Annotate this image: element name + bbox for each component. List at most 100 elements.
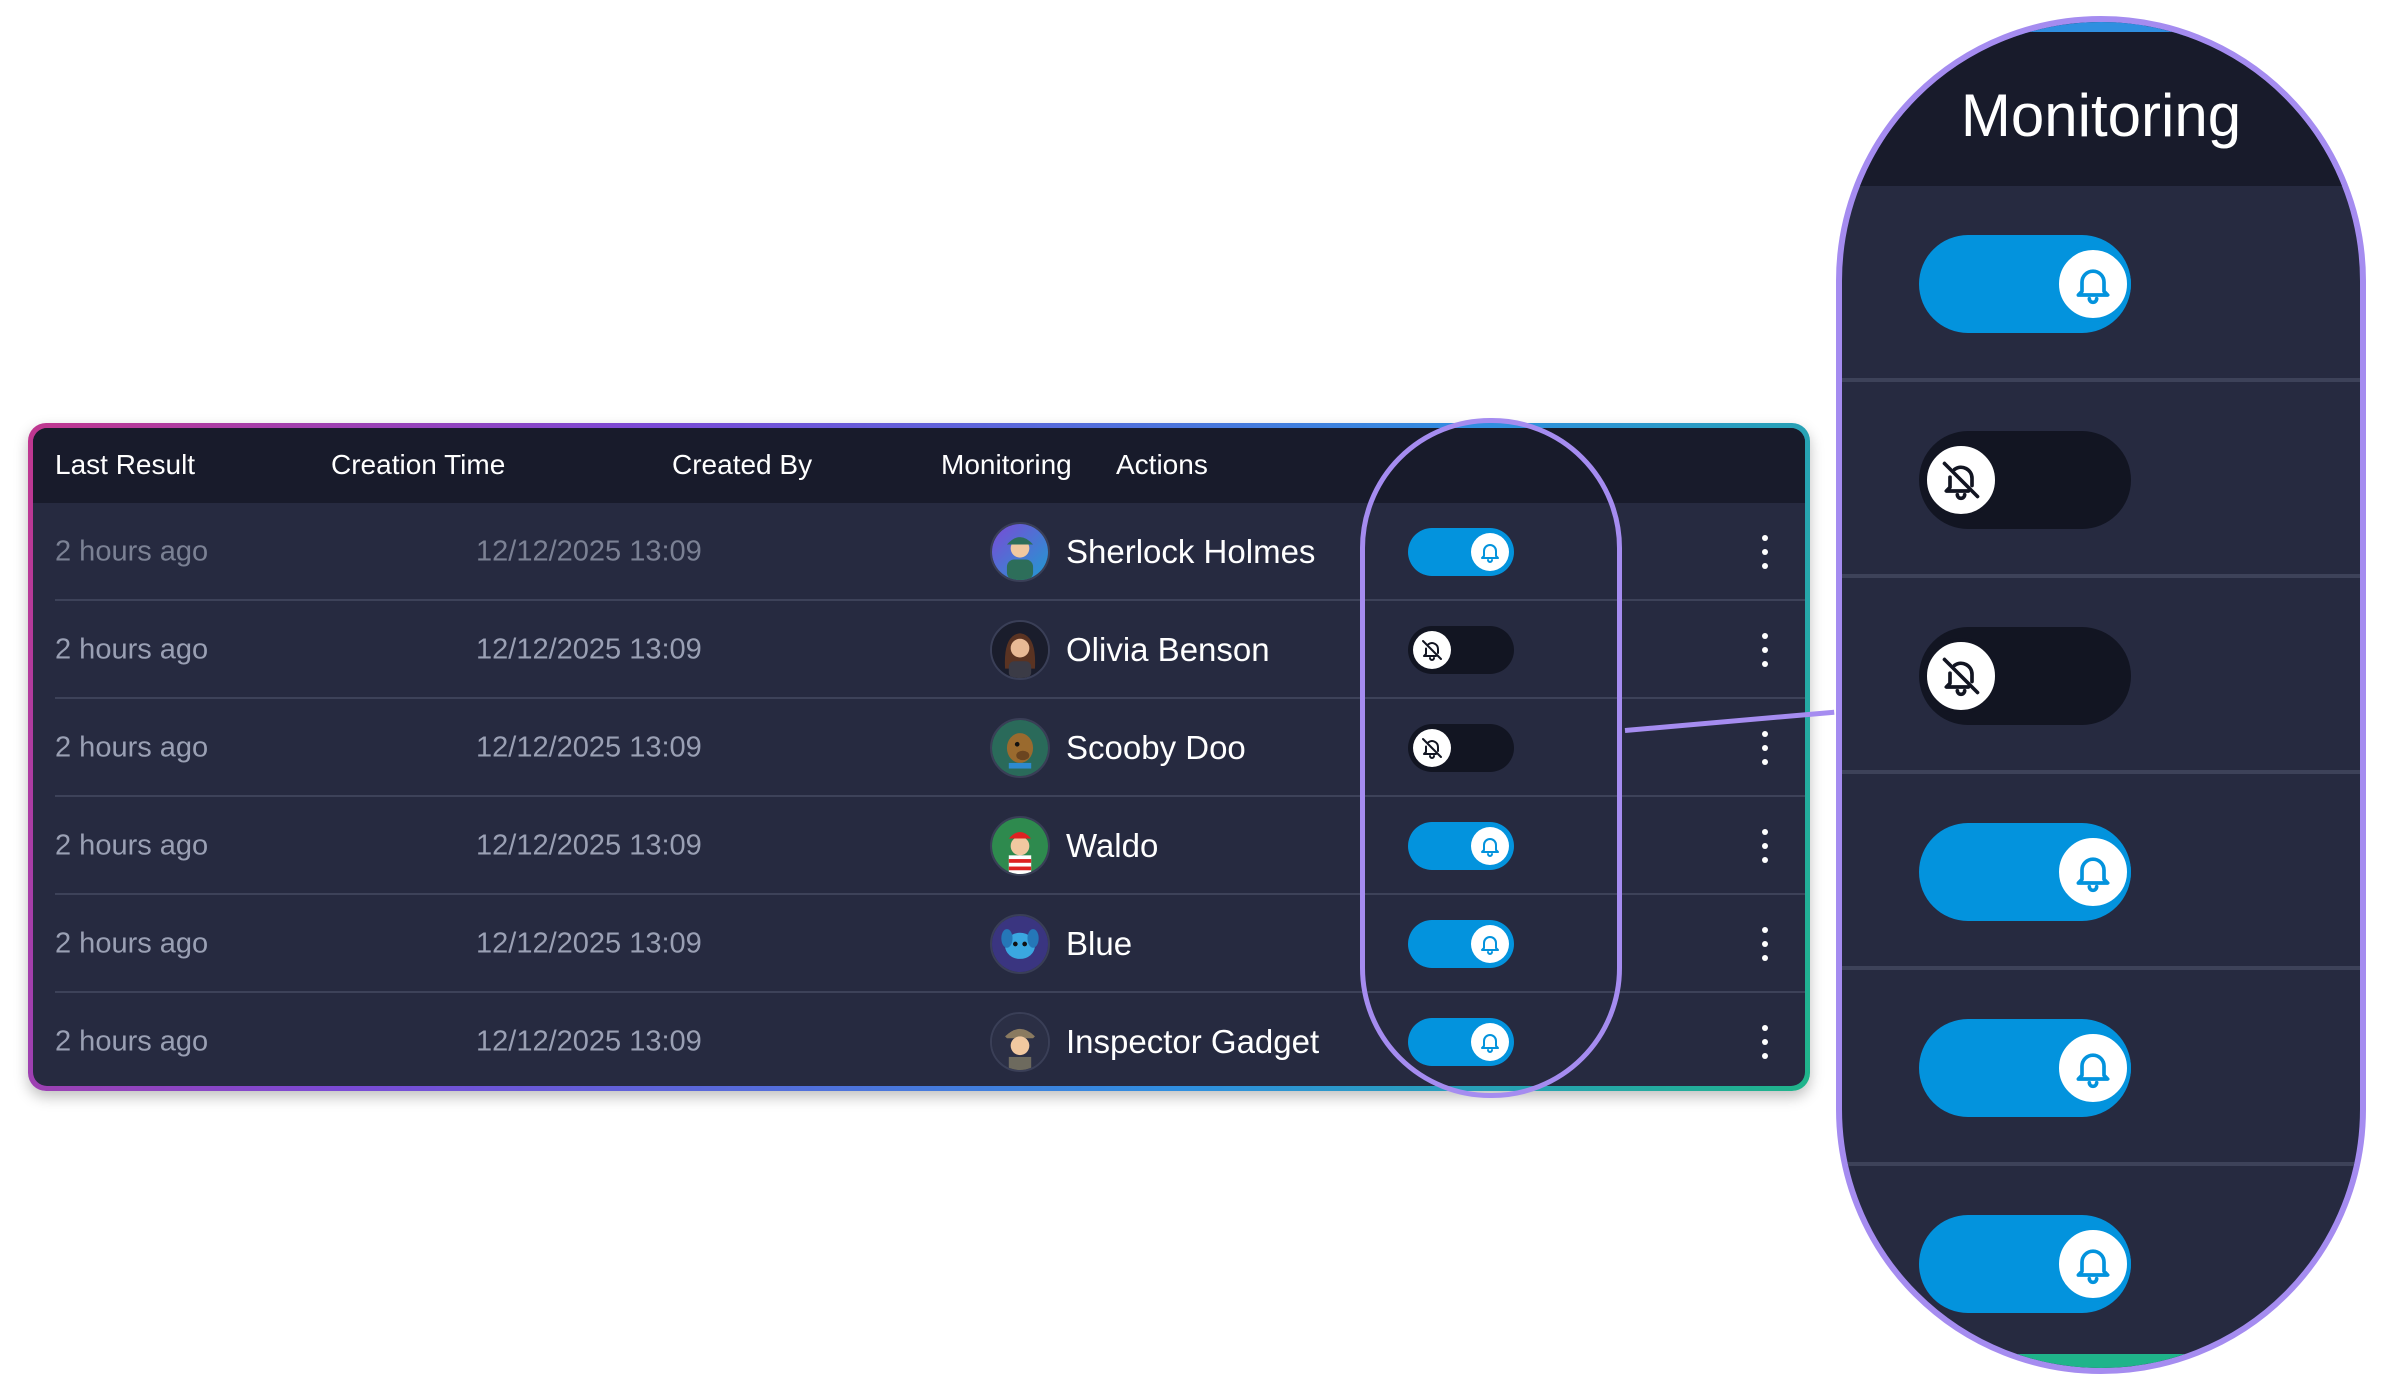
toggle-knob (1413, 631, 1451, 669)
actions-cell (1755, 1025, 1775, 1059)
monitoring-toggle-zoomed[interactable] (1919, 823, 2131, 921)
row-divider (55, 599, 1805, 601)
monitoring-cell (1408, 822, 1514, 870)
actions-cell (1755, 927, 1775, 961)
created-by-name: Waldo (1066, 827, 1159, 864)
zoom-row (1842, 578, 2360, 774)
blue-avatar (990, 914, 1050, 974)
last-result-cell: 2 hours ago (55, 829, 209, 862)
table-row[interactable]: 2 hours ago 12/12/2025 13:09 Inspector G… (33, 993, 1805, 1086)
table-row[interactable]: 2 hours ago 12/12/2025 13:09 Sherlock Ho… (33, 503, 1805, 601)
creation-time-cell: 12/12/2025 13:09 (476, 927, 702, 960)
created-by-name: Sherlock Holmes (1066, 533, 1316, 570)
scooby-avatar (990, 718, 1050, 778)
more-vertical-icon[interactable] (1755, 1025, 1775, 1059)
bell-icon (1478, 540, 1502, 564)
olivia-avatar (990, 620, 1050, 680)
created-by-cell: Waldo (990, 816, 1158, 876)
toggle-knob (2055, 834, 2131, 910)
monitoring-table-card: Last Result Creation Time Created By Mon… (28, 423, 1810, 1091)
monitoring-cell (1408, 724, 1514, 772)
column-header-created-by[interactable]: Created By (672, 449, 813, 480)
toggle-knob (2055, 1226, 2131, 1302)
monitoring-toggle[interactable] (1408, 920, 1514, 968)
created-by-name: Inspector Gadget (1066, 1023, 1320, 1060)
row-divider (1842, 574, 2360, 578)
last-result-cell: 2 hours ago (55, 633, 209, 666)
zoom-row (1842, 1166, 2360, 1362)
bell-icon (2071, 262, 2115, 306)
bell-icon (1478, 1030, 1502, 1054)
monitoring-toggle-zoomed[interactable] (1919, 1019, 2131, 1117)
row-divider (1842, 1162, 2360, 1166)
created-by-cell: Olivia Benson (990, 620, 1270, 680)
column-header-actions: Actions (1116, 449, 1208, 480)
column-header-creation-time[interactable]: Creation Time (331, 449, 506, 480)
monitoring-toggle[interactable] (1408, 528, 1514, 576)
toggle-knob (1923, 638, 1999, 714)
monitoring-toggle[interactable] (1408, 626, 1514, 674)
bell-icon (1478, 932, 1502, 956)
zoom-row (1842, 382, 2360, 578)
row-divider (55, 697, 1805, 699)
toggle-knob (1471, 827, 1509, 865)
monitoring-toggle[interactable] (1408, 1018, 1514, 1066)
actions-cell (1755, 731, 1775, 765)
table: Last Result Creation Time Created By Mon… (33, 428, 1805, 1086)
created-by-name: Blue (1066, 925, 1133, 962)
last-result-cell: 2 hours ago (55, 535, 209, 568)
monitoring-toggle-zoomed[interactable] (1919, 627, 2131, 725)
monitoring-cell (1408, 1018, 1514, 1066)
toggle-knob (1413, 729, 1451, 767)
created-by-cell: Inspector Gadget (990, 1012, 1319, 1072)
more-vertical-icon[interactable] (1755, 927, 1775, 961)
toggle-knob (1923, 442, 1999, 518)
row-divider (1842, 966, 2360, 970)
toggle-knob (2055, 246, 2131, 322)
bell-off-icon (1939, 458, 1983, 502)
monitoring-toggle[interactable] (1408, 822, 1514, 870)
column-header-monitoring[interactable]: Monitoring (941, 449, 1072, 480)
more-vertical-icon[interactable] (1755, 633, 1775, 667)
monitoring-toggle[interactable] (1408, 724, 1514, 772)
more-vertical-icon[interactable] (1755, 535, 1775, 569)
bell-icon (1478, 834, 1502, 858)
bell-icon (2071, 1046, 2115, 1090)
actions-cell (1755, 829, 1775, 863)
monitoring-toggle-zoomed[interactable] (1919, 431, 2131, 529)
monitoring-zoom-panel: Monitoring (1836, 16, 2366, 1374)
waldo-avatar (990, 816, 1050, 876)
zoom-bottom-accent (1842, 1354, 2360, 1368)
zoom-row (1842, 774, 2360, 970)
bell-off-icon (1939, 654, 1983, 698)
last-result-cell: 2 hours ago (55, 927, 209, 960)
table-row[interactable]: 2 hours ago 12/12/2025 13:09 Waldo (33, 797, 1805, 895)
toggle-knob (1471, 1023, 1509, 1061)
monitoring-toggle-zoomed[interactable] (1919, 235, 2131, 333)
table-row[interactable]: 2 hours ago 12/12/2025 13:09 Blue (33, 895, 1805, 993)
zoom-row (1842, 970, 2360, 1166)
table-row[interactable]: 2 hours ago 12/12/2025 13:09 Scooby Doo (33, 699, 1805, 797)
toggle-knob (2055, 1030, 2131, 1106)
monitoring-cell (1408, 528, 1514, 576)
row-divider (1842, 378, 2360, 382)
row-divider (1842, 770, 2360, 774)
column-header-last-result[interactable]: Last Result (55, 449, 196, 480)
monitoring-toggle-zoomed[interactable] (1919, 1215, 2131, 1313)
table-row[interactable]: 2 hours ago 12/12/2025 13:09 Olivia Bens… (33, 601, 1805, 699)
created-by-cell: Blue (990, 914, 1132, 974)
zoom-panel-title: Monitoring (1842, 32, 2360, 186)
actions-cell (1755, 633, 1775, 667)
creation-time-cell: 12/12/2025 13:09 (476, 535, 702, 568)
toggle-knob (1471, 533, 1509, 571)
more-vertical-icon[interactable] (1755, 731, 1775, 765)
row-divider (55, 795, 1805, 797)
last-result-cell: 2 hours ago (55, 1025, 209, 1058)
zoom-row (1842, 186, 2360, 382)
monitoring-cell (1408, 626, 1514, 674)
monitoring-cell (1408, 920, 1514, 968)
more-vertical-icon[interactable] (1755, 829, 1775, 863)
zoom-panel-body (1842, 186, 2360, 1362)
actions-cell (1755, 535, 1775, 569)
bell-icon (2071, 1242, 2115, 1286)
